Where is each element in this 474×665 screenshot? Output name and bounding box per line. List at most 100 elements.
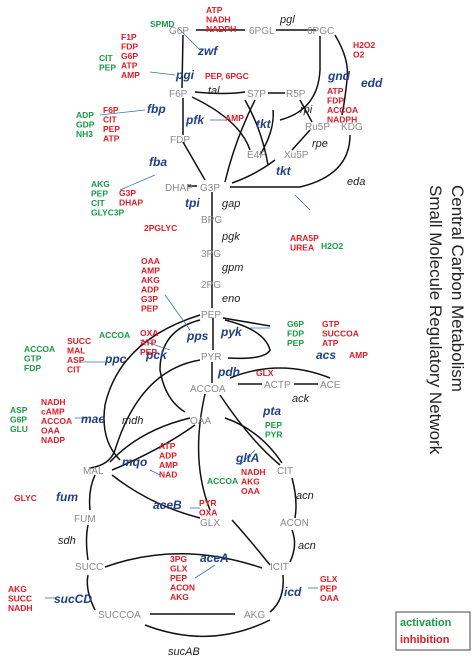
regulator-pyk-inh-1: SUCCOA: [322, 329, 359, 339]
enzyme-pck[interactable]: pck: [145, 348, 168, 362]
regulator-fba-act-3: GLYC3P: [91, 208, 125, 218]
regulator-pck-inh-2: PEP: [140, 347, 157, 357]
enzyme-rpi[interactable]: rpi: [300, 104, 313, 116]
regulator-tkt2-inh-1: UREA: [290, 243, 314, 253]
metabolite-accoa: ACCOA: [190, 384, 226, 395]
enzyme-pyk[interactable]: pyk: [220, 325, 243, 339]
legend-box: [395, 611, 471, 651]
line-fum-mal: [88, 474, 96, 511]
reg-gltA-activators: ACCOA: [207, 476, 238, 486]
regulator-gltA-inh-0: NADH: [241, 467, 266, 477]
metabolite-pyr: PYR: [201, 352, 222, 363]
regulator-edd-inh-1: O2: [353, 50, 365, 60]
regulator-fbp-inh-2: PEP: [103, 124, 120, 134]
enzyme-ppc[interactable]: ppc: [104, 352, 127, 366]
regulator-pyk-act-2: PEP: [287, 338, 304, 348]
regulator-icd-inh-2: OAA: [320, 593, 339, 603]
title-line-1: Central Carbon Metabolism: [448, 185, 467, 392]
metabolite-xu5p: Xu5P: [284, 150, 309, 161]
enzyme-gltA[interactable]: gltA: [235, 451, 259, 465]
enzyme-zwf[interactable]: zwf: [197, 44, 218, 58]
metabolite-mal: MAL: [83, 466, 104, 477]
enzyme-pdh[interactable]: pdh: [217, 365, 240, 379]
regulator-mqo-inh-1: ADP: [159, 451, 177, 461]
enzyme-ack[interactable]: ack: [292, 393, 310, 405]
enzyme-edd[interactable]: edd: [361, 76, 383, 90]
enzyme-gnd[interactable]: gnd: [327, 69, 351, 83]
regulator-pdh-inh-0: GLX: [256, 368, 274, 378]
enzyme-tpi[interactable]: tpi: [185, 196, 200, 210]
reg-pck: [139, 339, 171, 351]
line-pep-oaa-ppc: [103, 314, 201, 461]
regulator-ppc-inh-1: MAL: [67, 346, 85, 356]
enzyme-rpe[interactable]: rpe: [312, 138, 328, 150]
regulator-ppc-act-2: FDP: [24, 363, 41, 373]
metabolite-6pgl: 6PGL: [249, 26, 275, 37]
enzyme-fum[interactable]: fum: [56, 490, 78, 504]
regulator-sucCD-inh-2: NADH: [8, 603, 33, 613]
metabolite-bpg: BPG: [201, 215, 222, 226]
reg-pgi-inhibitors-right: PEP, 6PGC: [205, 71, 249, 81]
enzyme-acn-1[interactable]: acn: [296, 490, 314, 502]
metabolite-f6p: F6P: [169, 89, 188, 100]
legend-inhibition: inhibition: [400, 634, 450, 646]
regulator-aceA-inh-2: PEP: [170, 573, 187, 583]
regulator-gnd-inh-0: ATP: [327, 86, 344, 96]
enzyme-icd[interactable]: icd: [284, 585, 302, 599]
enzyme-tkt-1[interactable]: tkt: [256, 117, 272, 131]
enzyme-fbp[interactable]: fbp: [147, 102, 166, 116]
enzyme-aceA[interactable]: aceA: [200, 551, 229, 565]
regulator-pck-inh-0: OXA: [140, 328, 158, 338]
enzyme-gpm[interactable]: gpm: [222, 262, 243, 274]
line-sucab-loop: [144, 619, 271, 638]
enzyme-eno[interactable]: eno: [222, 293, 240, 305]
enzyme-mae[interactable]: mae: [81, 412, 105, 426]
enzyme-pgl[interactable]: pgl: [279, 14, 295, 26]
enzyme-mdh[interactable]: mdh: [122, 415, 143, 427]
enzyme-sdh[interactable]: sdh: [58, 535, 76, 547]
reg-zwf-activators: SPMD: [150, 19, 175, 29]
regulation-lines: [45, 27, 318, 599]
enzyme-fba[interactable]: fba: [149, 155, 167, 169]
regulator-fbp-inh-1: CIT: [103, 115, 118, 125]
enzyme-tal[interactable]: tal: [208, 85, 220, 97]
regulator-sucCD-inh-1: SUCC: [8, 594, 32, 604]
enzyme-pgk[interactable]: pgk: [221, 231, 240, 243]
enzyme-pps[interactable]: pps: [186, 329, 209, 343]
enzyme-eda[interactable]: eda: [347, 176, 365, 188]
reg-zwf: [177, 27, 201, 51]
regulator-pck-inh-1: ATP: [140, 338, 157, 348]
enzyme-mqo[interactable]: mqo: [122, 455, 147, 469]
enzyme-pta[interactable]: pta: [262, 404, 281, 418]
line-pyk: [222, 317, 271, 327]
reg-tkt2-activators: H2O2: [321, 241, 343, 251]
line-tal: [194, 91, 246, 95]
enzyme-pgi[interactable]: pgi: [175, 68, 195, 82]
enzyme-tkt-2[interactable]: tkt: [276, 164, 292, 178]
line-mal-oaa-mqo: [111, 424, 196, 471]
enzyme-sucCD[interactable]: sucCD: [54, 592, 92, 606]
line-cit-acon: [291, 477, 297, 519]
enzyme-pfk[interactable]: pfk: [185, 113, 205, 127]
reg-tkt2: [294, 194, 311, 211]
enzyme-aceB[interactable]: aceB: [153, 498, 182, 512]
regulator-mae-act-2: GLU: [10, 424, 28, 434]
enzyme-sucAB[interactable]: sucAB: [168, 646, 200, 658]
metabolite-6pgc: 6PGC: [307, 26, 334, 37]
regulator-icd-inh-0: GLX: [320, 574, 338, 584]
reg-fbp: [99, 109, 146, 116]
enzyme-acn-2[interactable]: acn: [298, 540, 316, 552]
regulator-mae-inh-1: cAMP: [41, 407, 65, 417]
line-g6p-f6p: [181, 34, 184, 89]
enzyme-acs[interactable]: acs: [316, 348, 336, 362]
regulator-pps-inh-0: OAA: [141, 256, 160, 266]
metabolite-s7p: S7P: [247, 89, 266, 100]
line-6pgc-kdg: [334, 34, 349, 116]
enzyme-gap[interactable]: gap: [222, 198, 240, 210]
